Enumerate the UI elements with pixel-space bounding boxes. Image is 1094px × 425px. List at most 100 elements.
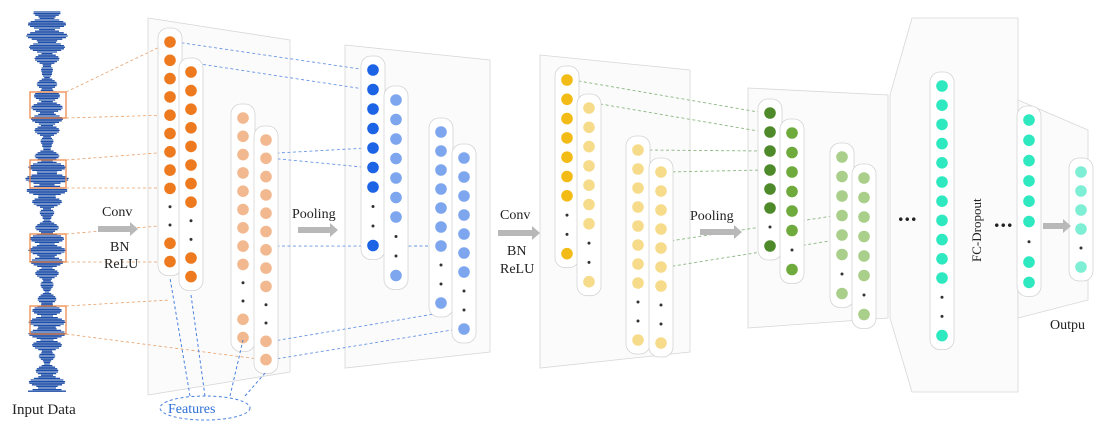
peach-col-a-ellipsis-dot	[241, 281, 245, 285]
lblue-col-a-neuron	[435, 183, 447, 195]
lgold-col-b-neuron	[655, 185, 667, 197]
orange-col-a-neuron	[164, 91, 176, 103]
peach-col-b-neuron	[260, 152, 272, 165]
input-connector-3	[65, 151, 171, 161]
blue-col-b-neuron	[390, 269, 402, 282]
peach-col-b-neuron	[260, 353, 272, 366]
orange-col-a-neuron	[164, 255, 176, 268]
lgold-col-a-neuron	[632, 201, 644, 213]
blue-col-a-neuron	[367, 64, 379, 76]
orange-col-b-ellipsis-dot	[189, 219, 193, 223]
gold-col-b-neuron	[583, 121, 595, 134]
gold-col-b-neuron	[583, 102, 595, 114]
out-col-neuron	[1075, 166, 1087, 178]
fc-col-a-neuron	[936, 137, 948, 150]
gold-col-a-neuron	[561, 170, 573, 183]
lblue-col-b-neuron	[458, 228, 470, 240]
fc-col-b-neuron	[1023, 195, 1035, 207]
lgold-col-a-neuron	[632, 144, 644, 156]
gold-col-a-neuron	[561, 132, 573, 144]
orange-col-b-ellipsis-dot	[189, 237, 193, 241]
peach-col-a-neuron	[237, 148, 249, 161]
dgreen-col-a-neuron	[764, 164, 776, 176]
blue-col-a-ellipsis-dot	[371, 205, 375, 208]
blue-col-a-neuron	[367, 83, 379, 96]
peach-col-b-neuron	[260, 134, 272, 146]
pool2-connector-4	[666, 236, 859, 268]
pgreen-col-b-neuron	[858, 172, 870, 184]
lgold-col-a-neuron	[632, 258, 644, 270]
pgreen-col-b-neuron	[858, 250, 870, 262]
pgreen-col-b-neuron	[858, 191, 870, 204]
lblue-col-b-neuron	[458, 171, 470, 183]
lblue-col-a-neuron	[435, 202, 447, 214]
dgreen-col-a-ellipsis-dot	[768, 225, 772, 229]
waveform-signal	[25, 11, 69, 392]
conv-label-2: Conv	[500, 208, 531, 223]
gold-col-a-neuron	[561, 247, 573, 260]
peach-col-b-neuron	[260, 189, 272, 201]
blue-col-a-neuron	[367, 122, 379, 135]
relu-label-2: ReLU	[500, 262, 535, 277]
orange-col-a-ellipsis-dot	[168, 223, 172, 227]
dgreen-col-b-neuron	[786, 263, 798, 276]
fc-col-b-neuron	[1023, 256, 1035, 268]
pgreen-col-a-neuron	[836, 209, 848, 222]
orange-col-b-frame	[178, 57, 204, 292]
features-pointer-3	[229, 339, 244, 397]
lblue-col-a-ellipsis-dot	[439, 263, 443, 267]
conv2-connector-2	[572, 98, 765, 133]
fc-col-a-ellipsis-dot	[940, 295, 944, 299]
fc-col-a-neuron	[936, 99, 948, 111]
fc-col-a-neuron	[936, 272, 948, 284]
fc-col-b-ellipsis-dot	[1027, 240, 1031, 244]
blue-col-a-neuron	[367, 239, 379, 252]
lgold-col-a-neuron	[632, 277, 644, 289]
orange-col-b-neuron	[185, 140, 197, 153]
lgold-col-b-neuron	[655, 280, 667, 292]
fc-col-a-neuron	[936, 195, 948, 207]
lblue-col-b-neuron	[458, 190, 470, 202]
ellipsis-mid: ...	[898, 201, 918, 226]
pgreen-col-a-neuron	[836, 248, 848, 261]
lgold-col-b-ellipsis-dot	[659, 303, 663, 307]
gold-col-a-neuron	[561, 112, 573, 125]
dgreen-col-a-neuron	[764, 202, 776, 214]
orange-col-a-neuron	[164, 54, 176, 67]
input-waveform	[25, 11, 69, 392]
gold-col-a-ellipsis-dot	[565, 213, 569, 217]
fc-col-a-neuron	[936, 252, 948, 265]
peach-col-a-neuron	[237, 112, 249, 124]
gold-col-a-neuron	[561, 74, 573, 86]
lblue-col-a-neuron	[435, 164, 447, 176]
bn-label-1: BN	[110, 240, 130, 255]
pool-connector-4	[271, 309, 459, 342]
ellipsis-fc: ...	[994, 207, 1014, 232]
lgold-col-b-frame	[648, 157, 674, 358]
gold-col-b-neuron	[583, 275, 595, 288]
gold-col-a-ellipsis-dot	[565, 232, 569, 236]
blue-col-a-ellipsis-dot	[371, 224, 375, 228]
peach-col-a-ellipsis-dot	[241, 299, 245, 303]
blue-col-b-neuron	[390, 191, 402, 204]
pooling-arrow-1	[298, 223, 338, 237]
peach-col-a-neuron	[237, 258, 249, 271]
orange-col-b-neuron	[185, 177, 197, 190]
fc-col-a-neuron	[936, 233, 948, 246]
fc-col-b-neuron	[1023, 134, 1035, 147]
pgreen-col-a-neuron	[836, 229, 848, 241]
peach-col-b-neuron	[260, 335, 272, 348]
peach-col-b-neuron	[260, 280, 272, 293]
pgreen-col-a-neuron	[836, 151, 848, 163]
fc-col-a-neuron	[936, 214, 948, 227]
lgold-col-b-neuron	[655, 242, 667, 254]
orange-col-b-neuron	[185, 159, 197, 171]
orange-col-b-neuron	[185, 122, 197, 134]
lgold-col-b-neuron	[655, 261, 667, 273]
out-col-neuron	[1075, 261, 1087, 273]
gold-col-b-frame	[576, 93, 602, 297]
gold-col-a-neuron	[561, 190, 573, 202]
lgold-col-a-neuron	[632, 182, 644, 194]
peach-col-b-neuron	[260, 170, 272, 183]
